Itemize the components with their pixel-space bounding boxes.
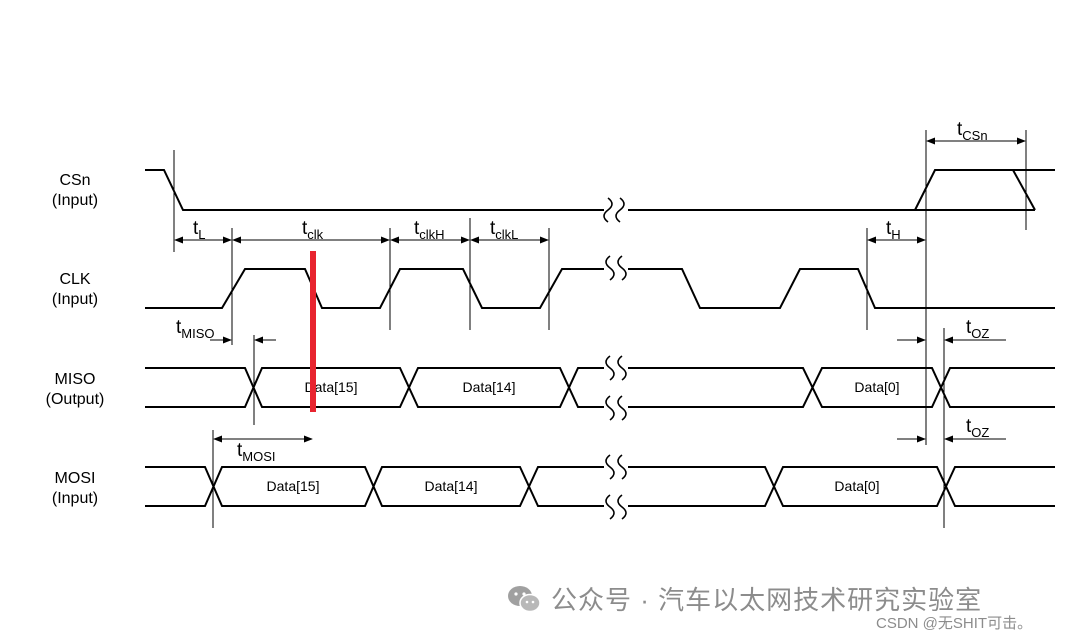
t-clkh-label: tclkH bbox=[414, 218, 445, 242]
mosi-data-14: Data[14] bbox=[425, 478, 478, 494]
t-csn-label: tCSn bbox=[957, 119, 988, 143]
csn-name: CSn bbox=[59, 172, 90, 189]
miso-bus-waveform bbox=[145, 367, 1055, 408]
t-oz-mosi-label: tOZ bbox=[966, 416, 989, 440]
t-clk-label: tclk bbox=[302, 218, 324, 242]
wechat-icon bbox=[508, 585, 541, 612]
t-h-label: tH bbox=[886, 218, 901, 242]
mosi-dir: (Input) bbox=[52, 490, 98, 507]
clk-waveform bbox=[145, 268, 1055, 309]
clk-dir: (Input) bbox=[52, 291, 98, 308]
t-mosi-label: tMOSI bbox=[237, 440, 276, 464]
miso-dir: (Output) bbox=[46, 391, 105, 408]
break-symbols bbox=[603, 195, 628, 521]
reference-lines bbox=[173, 130, 1027, 528]
miso-data-15: Data[15] bbox=[305, 379, 358, 395]
t-miso-label: tMISO bbox=[176, 317, 215, 341]
miso-data-14: Data[14] bbox=[463, 379, 516, 395]
mosi-name: MOSI bbox=[55, 470, 96, 487]
clk-name: CLK bbox=[59, 271, 90, 288]
csdn-credit: CSDN @无SHIT可击。 bbox=[876, 615, 1033, 632]
miso-name: MISO bbox=[55, 371, 96, 388]
mosi-data-0: Data[0] bbox=[834, 478, 879, 494]
watermark-text: 公众号 · 汽车以太网技术研究实验室 bbox=[551, 585, 983, 615]
t-l-label: tL bbox=[193, 218, 206, 242]
mosi-bus-waveform bbox=[145, 466, 1055, 507]
csn-dir: (Input) bbox=[52, 192, 98, 209]
mosi-data-15: Data[15] bbox=[267, 478, 320, 494]
csn-waveform bbox=[145, 169, 1035, 211]
watermark: 公众号 · 汽车以太网技术研究实验室 bbox=[507, 580, 982, 617]
timing-arrows bbox=[174, 137, 1026, 443]
t-oz-miso-label: tOZ bbox=[966, 317, 989, 341]
csn-waveform-end bbox=[914, 169, 1036, 211]
miso-data-0: Data[0] bbox=[854, 379, 899, 395]
t-clkl-label: tclkL bbox=[490, 218, 518, 242]
